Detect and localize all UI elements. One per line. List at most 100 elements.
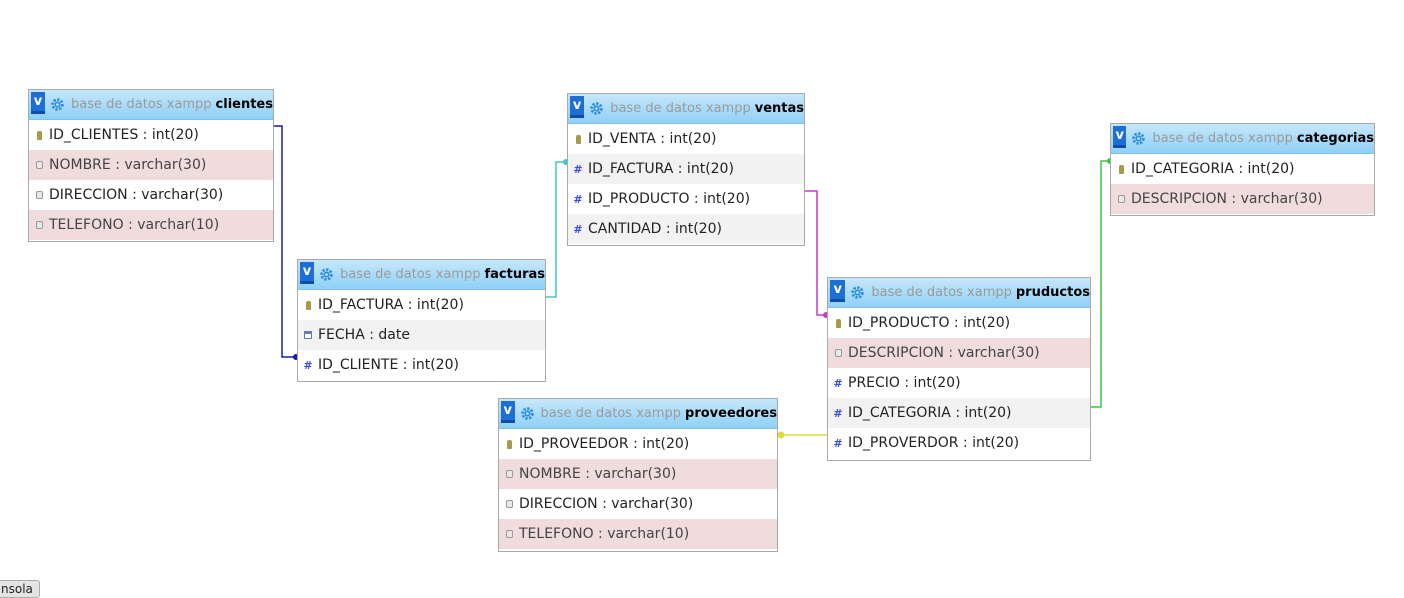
column-label: ID_PRODUCTO : int(20) bbox=[588, 191, 751, 207]
database-name: base de datos xampp bbox=[1152, 131, 1293, 146]
key-icon bbox=[504, 439, 514, 449]
column-row[interactable]: ID_FACTURA : int(20) bbox=[298, 290, 545, 320]
column-label: ID_PRODUCTO : int(20) bbox=[848, 315, 1011, 331]
key-icon bbox=[833, 318, 843, 328]
collapse-toggle-icon[interactable]: v bbox=[31, 92, 46, 114]
column-row[interactable]: ID_CATEGORIA : int(20) bbox=[1111, 154, 1374, 184]
table-name: pruductos bbox=[1015, 285, 1090, 300]
column-row[interactable]: ID_CLIENTE : int(20) bbox=[298, 350, 545, 380]
gear-icon[interactable] bbox=[845, 285, 871, 300]
column-label: ID_FACTURA : int(20) bbox=[318, 297, 464, 313]
column-label: ID_PROVEEDOR : int(20) bbox=[519, 436, 690, 452]
table-name: clientes bbox=[215, 97, 273, 112]
number-column-icon bbox=[573, 164, 583, 174]
column-row[interactable]: FECHA : date bbox=[298, 320, 545, 350]
collapse-toggle-icon[interactable]: v bbox=[300, 262, 314, 284]
column-row[interactable]: NOMBRE : varchar(30) bbox=[499, 459, 777, 489]
number-column-icon bbox=[573, 224, 583, 234]
gear-icon[interactable] bbox=[584, 101, 610, 116]
table-name: proveedores bbox=[685, 406, 777, 421]
column-label: ID_CLIENTES : int(20) bbox=[49, 127, 199, 143]
column-label: PRECIO : int(20) bbox=[848, 375, 961, 391]
key-icon bbox=[303, 300, 313, 310]
column-row[interactable]: NOMBRE : varchar(30) bbox=[29, 150, 273, 180]
column-row[interactable]: DESCRIPCION : varchar(30) bbox=[1111, 184, 1374, 214]
column-label: ID_CATEGORIA : int(20) bbox=[848, 405, 1012, 421]
text-column-icon bbox=[504, 469, 514, 479]
column-label: TELEFONO : varchar(10) bbox=[49, 217, 220, 233]
gear-icon[interactable] bbox=[515, 406, 541, 421]
collapse-toggle-icon[interactable]: v bbox=[501, 401, 515, 423]
column-label: ID_CATEGORIA : int(20) bbox=[1131, 161, 1295, 177]
relation-line bbox=[1090, 160, 1110, 408]
text-column-icon bbox=[34, 190, 44, 200]
text-column-icon bbox=[833, 348, 843, 358]
column-row[interactable]: DIRECCION : varchar(30) bbox=[29, 180, 273, 210]
column-row[interactable]: ID_CATEGORIA : int(20) bbox=[828, 398, 1090, 428]
number-column-icon bbox=[833, 408, 843, 418]
column-label: DESCRIPCION : varchar(30) bbox=[1131, 191, 1323, 207]
column-row[interactable]: ID_CLIENTES : int(20) bbox=[29, 120, 273, 150]
column-row[interactable]: ID_PRODUCTO : int(20) bbox=[828, 308, 1090, 338]
collapse-toggle-icon[interactable]: v bbox=[570, 96, 585, 118]
collapse-toggle-icon[interactable]: v bbox=[1113, 126, 1127, 148]
relation-line bbox=[546, 161, 566, 298]
text-column-icon bbox=[1116, 194, 1126, 204]
column-row[interactable]: TELEFONO : varchar(10) bbox=[29, 210, 273, 240]
column-row[interactable]: DESCRIPCION : varchar(30) bbox=[828, 338, 1090, 368]
database-name: base de datos xampp bbox=[871, 285, 1012, 300]
column-label: DESCRIPCION : varchar(30) bbox=[848, 345, 1040, 361]
column-row[interactable]: ID_VENTA : int(20) bbox=[568, 124, 804, 154]
key-icon bbox=[34, 130, 44, 140]
relation-line bbox=[805, 190, 826, 316]
column-label: TELEFONO : varchar(10) bbox=[519, 526, 690, 542]
relation-line bbox=[274, 125, 295, 358]
gear-icon[interactable] bbox=[314, 267, 340, 282]
collapse-toggle-icon[interactable]: v bbox=[830, 280, 846, 302]
number-column-icon bbox=[303, 360, 313, 370]
column-row[interactable]: DIRECCION : varchar(30) bbox=[499, 489, 777, 519]
column-label: ID_CLIENTE : int(20) bbox=[318, 357, 459, 373]
table-name: categorias bbox=[1296, 131, 1374, 146]
column-row[interactable]: PRECIO : int(20) bbox=[828, 368, 1090, 398]
database-name: base de datos xampp bbox=[339, 267, 481, 282]
column-row[interactable]: ID_PROVEEDOR : int(20) bbox=[499, 429, 777, 459]
table-name: ventas bbox=[754, 101, 804, 116]
gear-icon[interactable] bbox=[45, 97, 71, 112]
column-row[interactable]: ID_PROVERDOR : int(20) bbox=[828, 428, 1090, 458]
column-row[interactable]: ID_PRODUCTO : int(20) bbox=[568, 184, 804, 214]
text-column-icon bbox=[504, 529, 514, 539]
column-label: DIRECCION : varchar(30) bbox=[49, 187, 224, 203]
text-column-icon bbox=[504, 499, 514, 509]
gear-icon[interactable] bbox=[1126, 131, 1152, 146]
date-column-icon bbox=[303, 330, 313, 340]
column-row[interactable]: CANTIDAD : int(20) bbox=[568, 214, 804, 244]
text-column-icon bbox=[34, 220, 44, 230]
text-column-icon bbox=[34, 160, 44, 170]
number-column-icon bbox=[833, 438, 843, 448]
column-label: FECHA : date bbox=[318, 327, 410, 343]
number-column-icon bbox=[833, 378, 843, 388]
database-name: base de datos xampp bbox=[540, 406, 682, 421]
column-label: NOMBRE : varchar(30) bbox=[519, 466, 677, 482]
console-button[interactable]: nsola bbox=[0, 580, 40, 598]
column-label: CANTIDAD : int(20) bbox=[588, 221, 723, 237]
column-label: DIRECCION : varchar(30) bbox=[519, 496, 694, 512]
column-row[interactable]: ID_FACTURA : int(20) bbox=[568, 154, 804, 184]
key-icon bbox=[1116, 164, 1126, 174]
column-label: NOMBRE : varchar(30) bbox=[49, 157, 207, 173]
column-row[interactable]: TELEFONO : varchar(10) bbox=[499, 519, 777, 549]
